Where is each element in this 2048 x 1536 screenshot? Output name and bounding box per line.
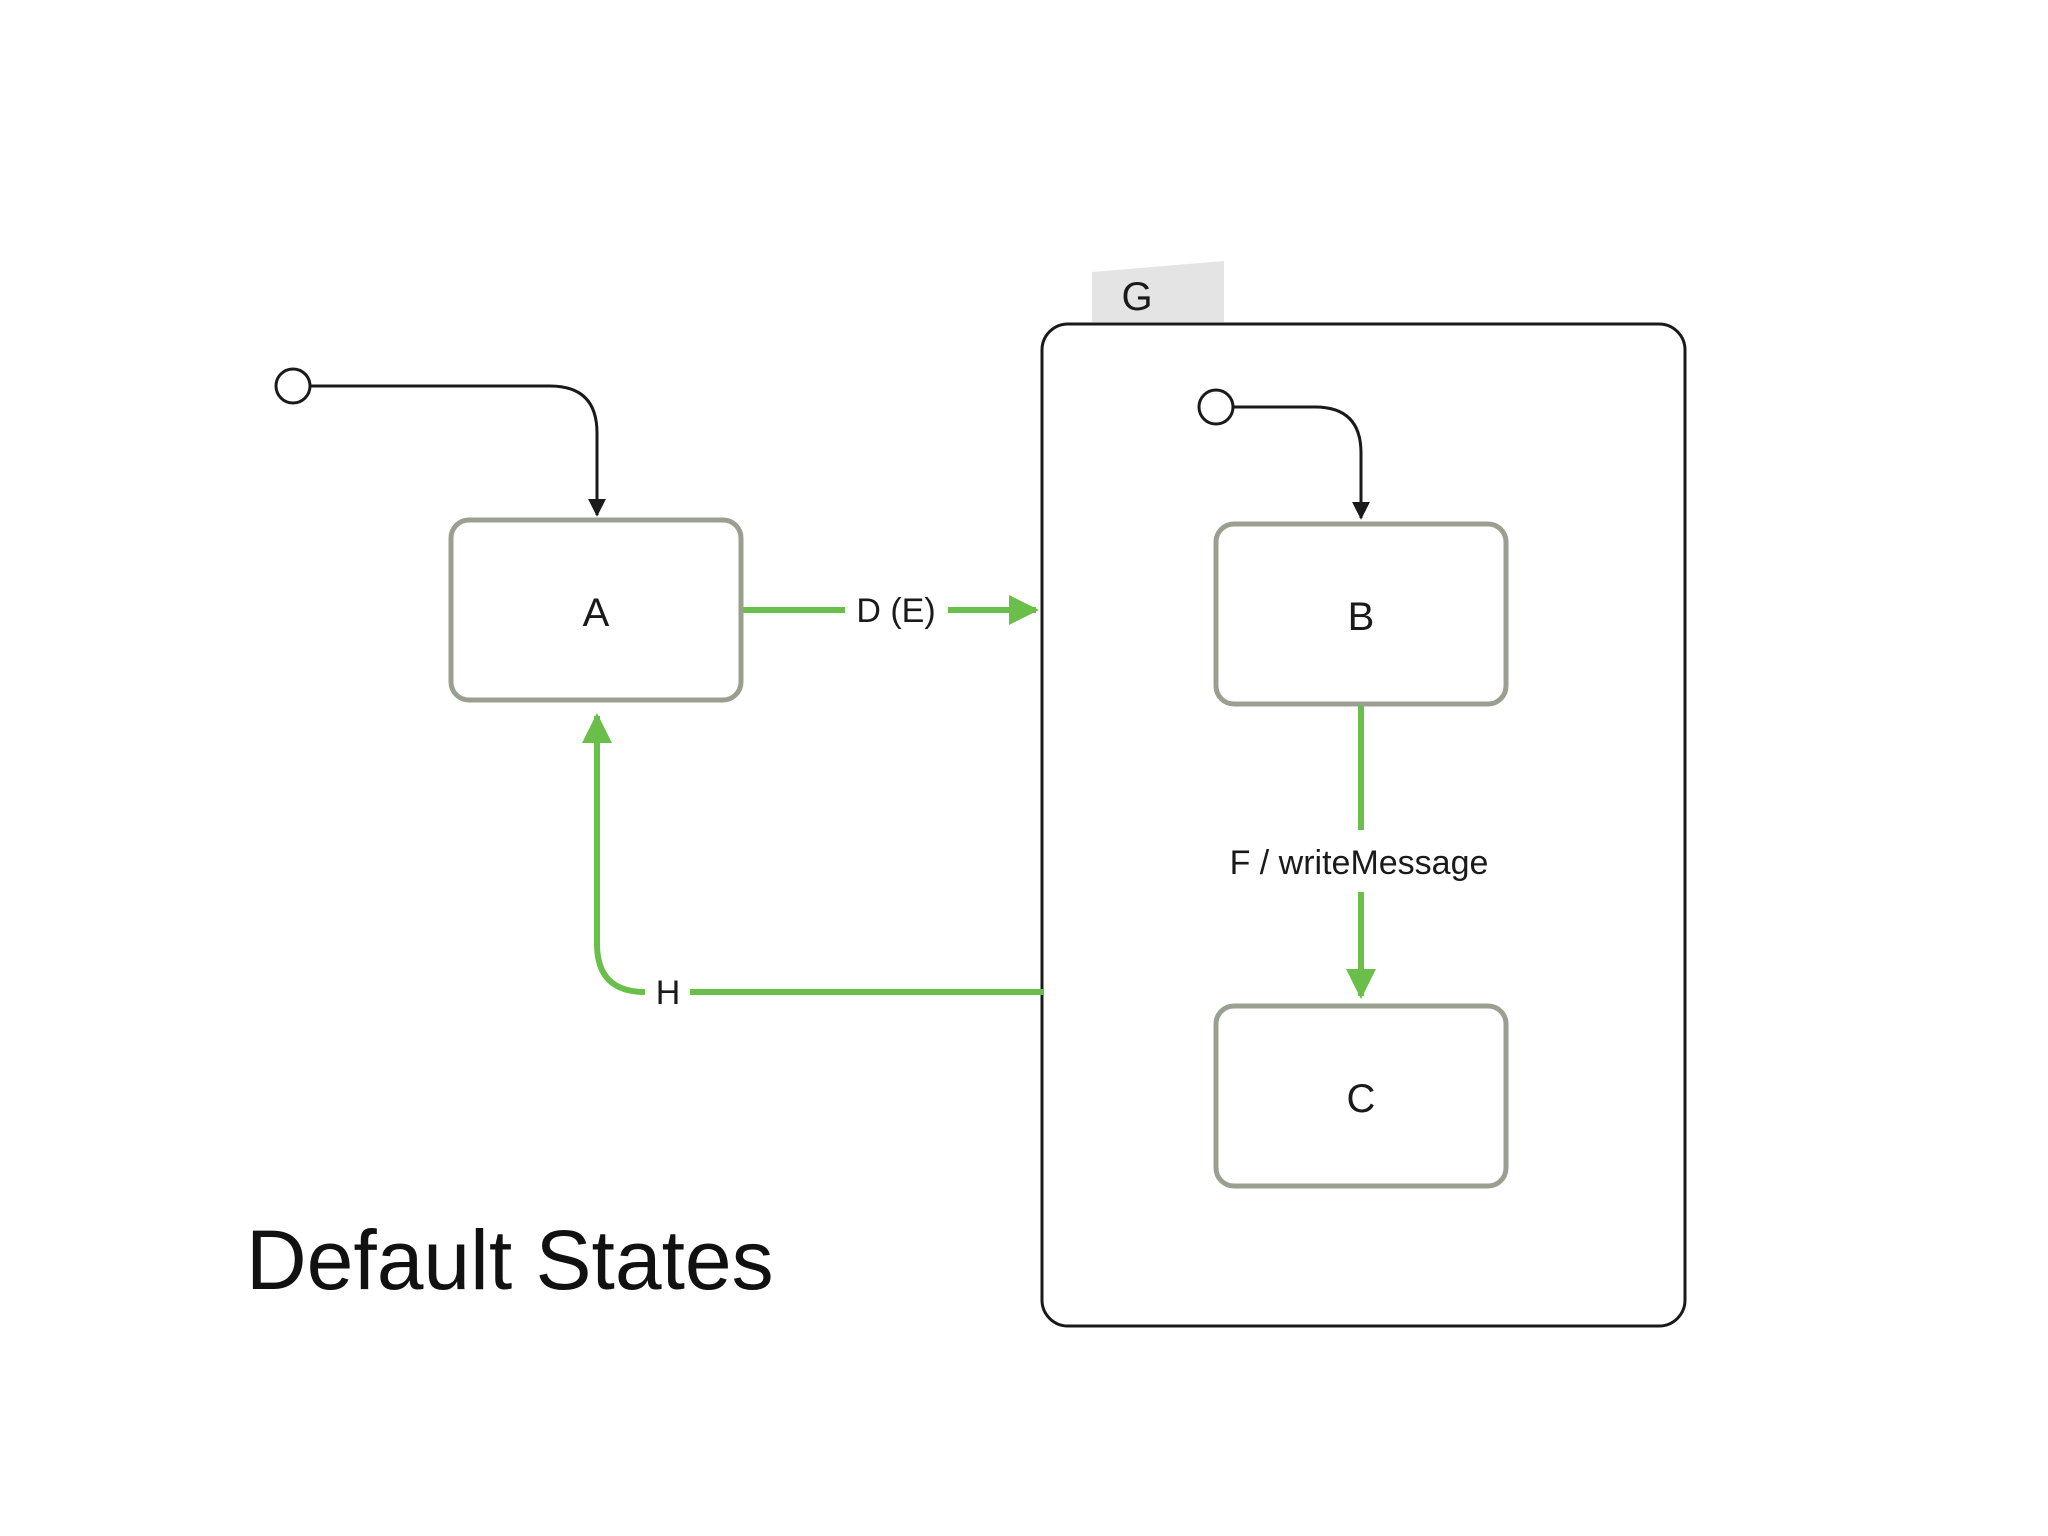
transition-a-to-g-label: D (E) bbox=[856, 592, 935, 630]
state-b-box bbox=[1213, 521, 1509, 707]
initial-pseudostate-a bbox=[274, 367, 312, 405]
initial-arrow-b bbox=[1233, 405, 1370, 520]
initial-transition-a bbox=[274, 367, 606, 517]
initial-arrow-a bbox=[310, 384, 606, 517]
state-b-label: B bbox=[1348, 595, 1375, 639]
state-c: C bbox=[1213, 1003, 1509, 1189]
transition-b-to-c: F / writeMessage bbox=[1230, 706, 1489, 999]
state-a-label: A bbox=[583, 591, 610, 635]
state-c-box bbox=[1213, 1003, 1509, 1189]
state-a: A bbox=[448, 517, 744, 703]
state-a-box bbox=[448, 517, 744, 703]
initial-pseudostate-b bbox=[1197, 388, 1235, 426]
composite-state-tab bbox=[1092, 261, 1224, 322]
transition-g-to-a-line-2 bbox=[582, 713, 646, 995]
transition-b-to-c-label: F / writeMessage bbox=[1230, 844, 1489, 882]
transition-g-to-a: H bbox=[582, 713, 1044, 1012]
initial-transition-b bbox=[1197, 388, 1370, 520]
slide-title: Default States bbox=[246, 1213, 774, 1307]
state-b: B bbox=[1213, 521, 1509, 707]
composite-state-g: G bbox=[1040, 261, 1687, 1328]
state-c-label: C bbox=[1347, 1077, 1376, 1121]
transition-g-to-a-label: H bbox=[656, 974, 681, 1012]
transition-a-to-g: D (E) bbox=[743, 592, 1039, 630]
composite-state-label: G bbox=[1121, 275, 1152, 319]
composite-state-container bbox=[1040, 322, 1687, 1328]
